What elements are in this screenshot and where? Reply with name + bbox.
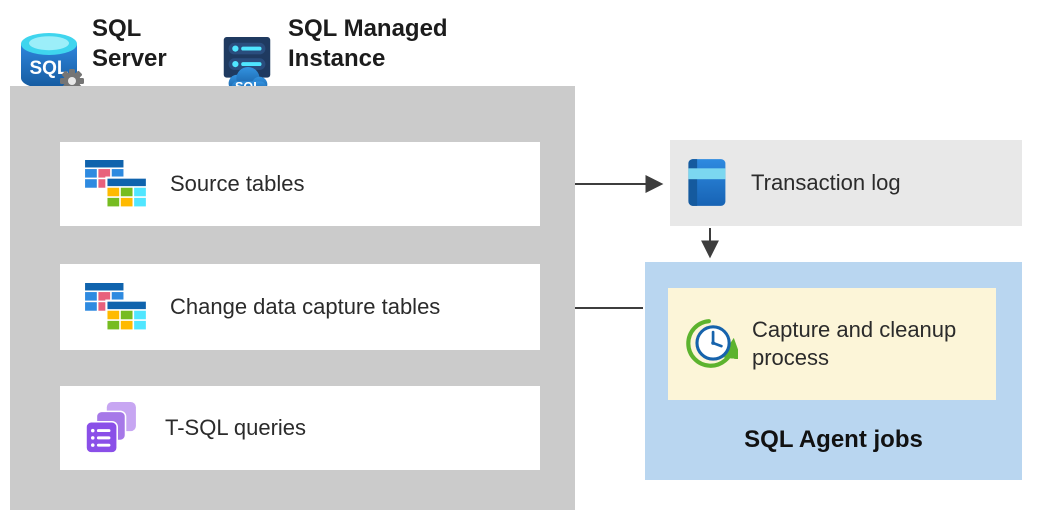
capture-cleanup-process-node: Capture and cleanup process — [668, 288, 996, 400]
tables-icon — [85, 283, 147, 331]
transaction-log-label: Transaction log — [751, 170, 901, 195]
server-slot — [228, 42, 266, 55]
change-data-capture-tables-label: Change data capture tables — [170, 294, 441, 319]
transaction-log-icon — [685, 158, 731, 208]
transaction-log-node: Transaction log — [670, 140, 1022, 226]
source-tables-label: Source tables — [170, 171, 305, 196]
capture-cleanup-clock-icon — [684, 317, 738, 371]
sql-agent-jobs-label: SQL Agent jobs — [744, 426, 923, 453]
queries-icon — [85, 402, 139, 454]
source-tables-node: Source tables — [60, 142, 540, 226]
t-sql-queries-label: T-SQL queries — [165, 415, 307, 440]
sql-server-title: SQL Server — [92, 15, 167, 72]
front-table — [105, 299, 147, 331]
t-sql-queries-node: T-SQL queries — [60, 386, 540, 470]
change-data-capture-tables-node: Change data capture tables — [60, 264, 540, 350]
tables-icon — [85, 160, 147, 208]
sql-server-icon: SQL — [14, 28, 92, 105]
sql-managed-instance-title: SQL Managed Instance — [288, 15, 448, 72]
front-table — [105, 176, 147, 208]
sql-server-badge-text: SQL — [29, 58, 68, 79]
capture-cleanup-process-label: Capture and cleanup process — [752, 317, 957, 370]
server-slot — [228, 58, 266, 70]
